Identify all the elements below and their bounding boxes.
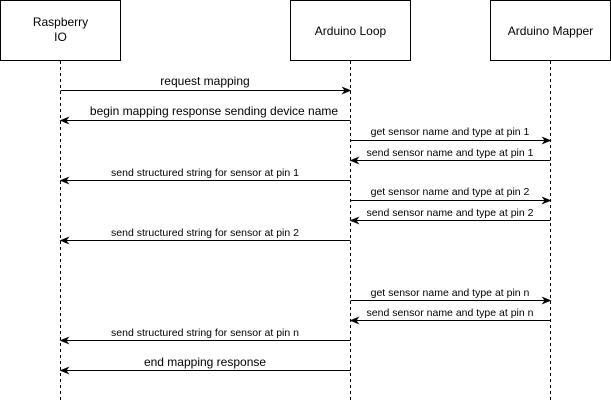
participant-mapper: Arduino Mapper <box>490 0 611 402</box>
message-structured-string-pin-2: send structured string for sensor at pin… <box>59 227 351 245</box>
message-send-sensor-pin-1: send sensor name and type at pin 1 <box>349 147 551 165</box>
participant-label-mapper: Arduino Mapper <box>508 24 593 38</box>
message-begin-mapping-response: begin mapping response sending device na… <box>59 104 351 125</box>
message-label: request mapping <box>160 74 249 88</box>
participant-raspberry: Raspberry IO <box>0 0 121 402</box>
message-label: begin mapping response sending device na… <box>90 104 338 118</box>
message-label: send sensor name and type at pin 1 <box>367 147 534 159</box>
participant-box-raspberry <box>0 0 121 61</box>
participant-loop: Arduino Loop <box>290 0 411 402</box>
message-label: send sensor name and type at pin n <box>367 307 534 319</box>
participant-label-raspberry-line1: Raspberry <box>33 15 88 29</box>
message-structured-string-pin-n: send structured string for sensor at pin… <box>59 327 351 345</box>
participant-label-loop: Arduino Loop <box>315 24 387 38</box>
participant-box-mapper <box>490 0 611 61</box>
message-label: send sensor name and type at pin 2 <box>367 207 534 219</box>
message-label: get sensor name and type at pin n <box>371 287 530 299</box>
message-get-sensor-pin-n: get sensor name and type at pin n <box>350 287 552 305</box>
message-label: send structured string for sensor at pin… <box>111 227 299 239</box>
message-send-sensor-pin-2: send sensor name and type at pin 2 <box>349 207 551 225</box>
message-send-sensor-pin-n: send sensor name and type at pin n <box>349 307 551 325</box>
message-request-mapping: request mapping <box>60 74 352 95</box>
message-structured-string-pin-1: send structured string for sensor at pin… <box>59 167 351 185</box>
message-label: send structured string for sensor at pin… <box>111 167 299 179</box>
message-get-sensor-pin-1: get sensor name and type at pin 1 <box>350 126 552 145</box>
message-label: get sensor name and type at pin 1 <box>371 126 530 138</box>
participant-label-raspberry-line2: IO <box>54 30 67 44</box>
message-label: send structured string for sensor at pin… <box>111 327 299 339</box>
participant-box-loop <box>290 0 411 61</box>
message-end-mapping-response: end mapping response <box>59 355 351 375</box>
message-label: end mapping response <box>144 355 266 369</box>
message-get-sensor-pin-2: get sensor name and type at pin 2 <box>350 186 552 205</box>
message-label: get sensor name and type at pin 2 <box>371 186 530 198</box>
